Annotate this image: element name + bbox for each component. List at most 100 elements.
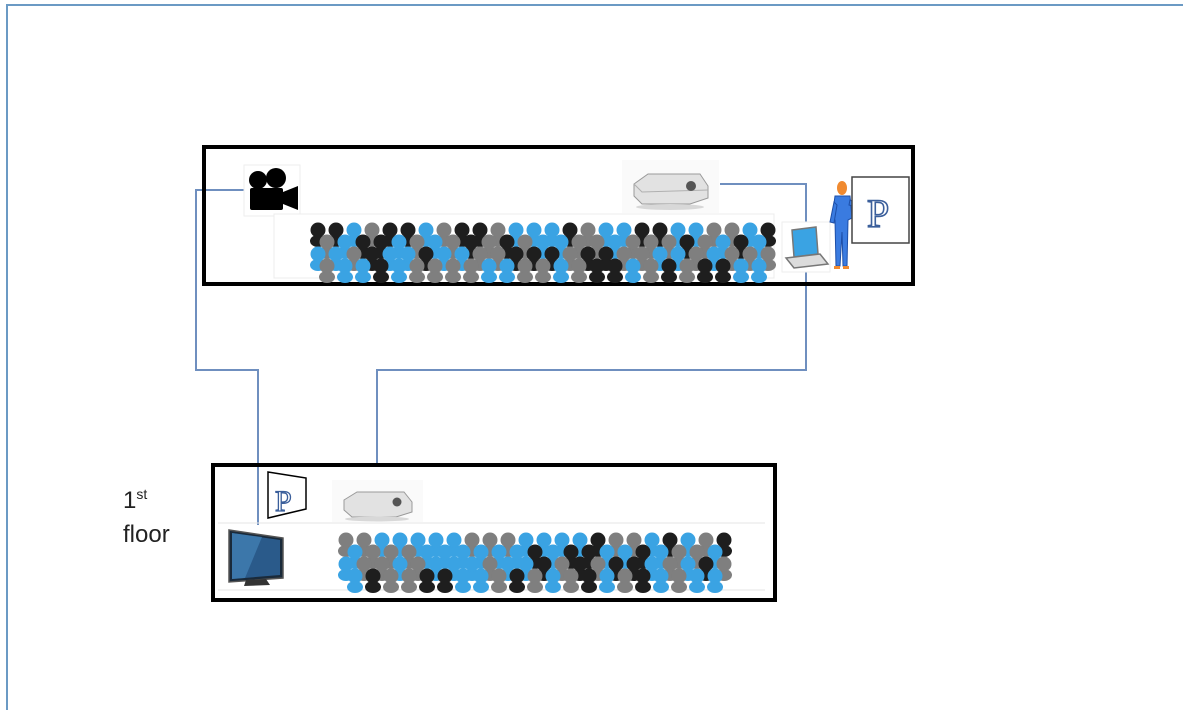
audience-member-head xyxy=(625,234,641,250)
audience-member-head xyxy=(328,246,344,262)
audience-member-body xyxy=(715,271,731,283)
audience-member-head xyxy=(670,246,686,262)
audience-member-head xyxy=(589,234,605,250)
audience-member-head xyxy=(365,568,381,584)
floor-word: floor xyxy=(123,521,170,548)
cable-projector-to-laptop xyxy=(720,183,807,228)
audience-member-head xyxy=(346,246,362,262)
audience-member-head xyxy=(715,258,731,274)
audience-member-head xyxy=(626,532,642,548)
audience-member-head xyxy=(535,258,551,274)
audience-member-head xyxy=(625,258,641,274)
audience-member-head xyxy=(446,532,462,548)
audience-member-head xyxy=(355,258,371,274)
audience-member-head xyxy=(653,544,669,560)
audience-member-body xyxy=(337,271,353,283)
audience-member-head xyxy=(589,258,605,274)
overflow-room-first-floor xyxy=(211,463,777,602)
audience-member-head xyxy=(599,544,615,560)
audience-member-head xyxy=(626,556,642,572)
audience-member-head xyxy=(445,234,461,250)
audience-member-head xyxy=(689,544,705,560)
audience-member-head xyxy=(680,556,696,572)
audience-member-head xyxy=(716,556,732,572)
audience-member-head xyxy=(364,222,380,238)
audience-member-head xyxy=(427,258,443,274)
audience-member-head xyxy=(427,234,443,250)
audience-member-head xyxy=(679,234,695,250)
audience-member-body xyxy=(563,581,579,593)
audience-member-head xyxy=(680,532,696,548)
audience-member-body xyxy=(643,271,659,283)
audience-member-head xyxy=(724,246,740,262)
audience-member-head xyxy=(581,544,597,560)
audience-member-head xyxy=(545,544,561,560)
audience-member-head xyxy=(751,234,767,250)
audience-member-head xyxy=(617,568,633,584)
audience-member-head xyxy=(437,568,453,584)
audience-member-head xyxy=(500,532,516,548)
audience-member-head xyxy=(419,544,435,560)
audience-member-body xyxy=(319,271,335,283)
audience-member-head xyxy=(707,568,723,584)
audience-member-head xyxy=(373,234,389,250)
audience-member-head xyxy=(688,246,704,262)
projector-remote-icon xyxy=(332,480,423,522)
audience-member-head xyxy=(508,246,524,262)
audience-member-head xyxy=(464,532,480,548)
audience-member-head xyxy=(400,246,416,262)
cable-laptop-to-remote-projector xyxy=(376,268,807,466)
audience-member-head xyxy=(355,234,371,250)
audience-member-head xyxy=(328,222,344,238)
audience-member-body xyxy=(653,581,669,593)
audience-member-head xyxy=(473,568,489,584)
audience-member-head xyxy=(590,532,606,548)
audience-member-head xyxy=(472,222,488,238)
audience-member-head xyxy=(347,568,363,584)
floor-number: 1 xyxy=(123,487,137,514)
audience-member-head xyxy=(337,234,353,250)
audience-member-head xyxy=(644,556,660,572)
audience-member-head xyxy=(481,234,497,250)
audience-member-head xyxy=(706,222,722,238)
audience-member-head xyxy=(499,258,515,274)
audience-member-head xyxy=(436,222,452,238)
audience-member-head xyxy=(644,532,660,548)
audience-member-body xyxy=(473,581,489,593)
audience-member-head xyxy=(562,222,578,238)
screen-letter-remote: P xyxy=(275,485,292,518)
audience-member-head xyxy=(401,568,417,584)
audience-member-body xyxy=(455,581,471,593)
audience-member-head xyxy=(634,246,650,262)
audience-member-head xyxy=(634,222,650,238)
audience-member-head xyxy=(563,544,579,560)
audience-member-head xyxy=(554,556,570,572)
audience-member-body xyxy=(581,581,597,593)
audience-member-head xyxy=(418,246,434,262)
audience-member-body xyxy=(347,581,363,593)
audience-member-body xyxy=(545,581,561,593)
audience-member-head xyxy=(635,568,651,584)
audience-member-body xyxy=(635,581,651,593)
audience-member-head xyxy=(437,544,453,560)
audience-member-head xyxy=(392,556,408,572)
video-camera-icon xyxy=(243,164,301,217)
audience-member-head xyxy=(338,556,354,572)
audience-member-head xyxy=(562,246,578,262)
audience-member-head xyxy=(347,544,363,560)
audience-member-head xyxy=(455,568,471,584)
audience-member-head xyxy=(733,258,749,274)
audience-member-head xyxy=(707,544,723,560)
audience-member-head xyxy=(392,532,408,548)
audience-member-head xyxy=(527,544,543,560)
audience-member-head xyxy=(428,532,444,548)
audience-member-head xyxy=(419,568,435,584)
audience-member-body xyxy=(445,271,461,283)
audience-member-head xyxy=(536,556,552,572)
audience-member-body xyxy=(517,271,533,283)
projector-icon xyxy=(622,160,719,213)
audience-member-head xyxy=(751,258,767,274)
floor-label: 1st floor xyxy=(123,484,170,552)
audience-member-body xyxy=(355,271,371,283)
audience-member-head xyxy=(391,234,407,250)
